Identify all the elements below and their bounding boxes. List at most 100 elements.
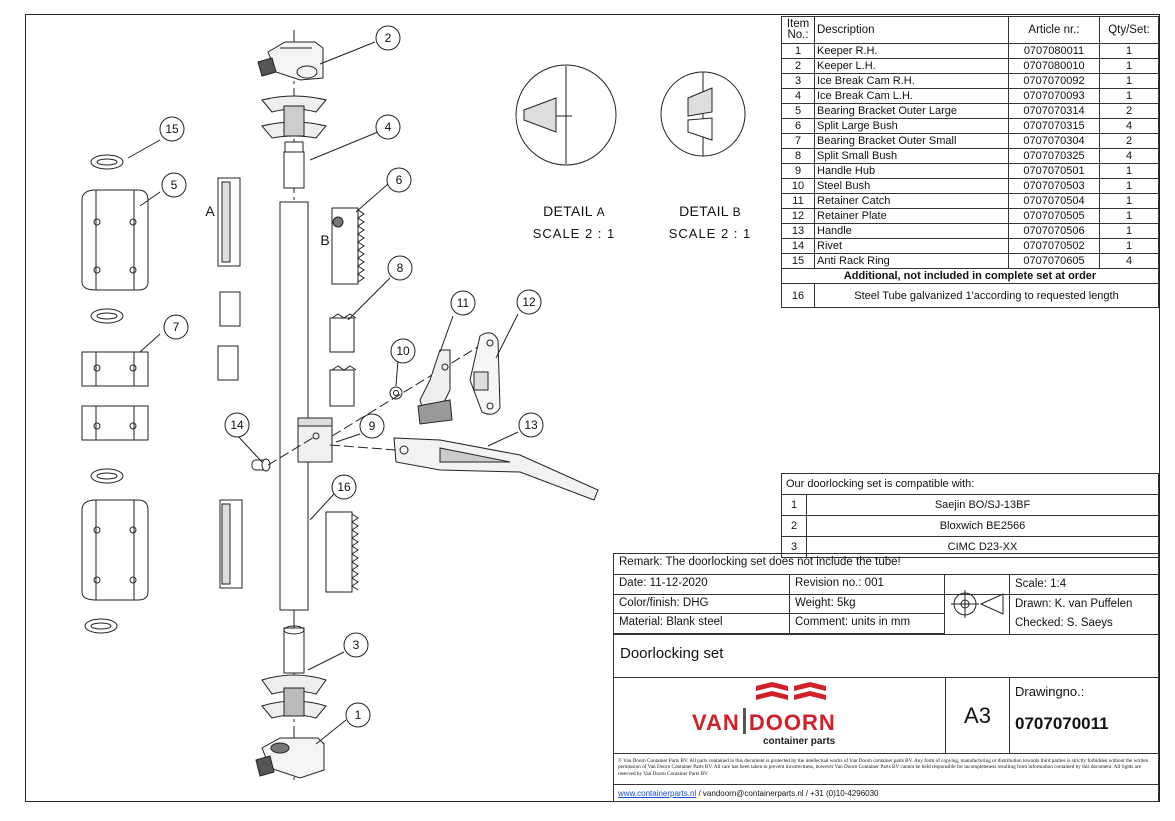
legal-notice: © Van Doorn Container Parts BV. All part… xyxy=(618,758,1149,777)
bom-cell-art: 0707070325 xyxy=(1008,148,1100,164)
bom-cell-art: 0707070504 xyxy=(1008,193,1100,209)
balloon-2: 2 xyxy=(375,25,401,51)
material: Material: Blank steel xyxy=(614,614,790,633)
bom-cell-art: 0707070506 xyxy=(1008,223,1100,239)
bom-cell-qty: 1 xyxy=(1099,58,1159,74)
balloon-7: 7 xyxy=(163,314,189,340)
svg-text:2: 2 xyxy=(385,31,392,45)
bom-cell-no: 1 xyxy=(781,43,815,59)
bom-cell-art: 0707070502 xyxy=(1008,238,1100,254)
bom-cell-desc: Ice Break Cam R.H. xyxy=(814,73,1009,89)
bom-cell-qty: 1 xyxy=(1099,73,1159,89)
bom-header-article: Article nr.: xyxy=(1008,16,1100,44)
balloon-leaders xyxy=(127,41,519,745)
keeper-rh xyxy=(255,737,325,779)
bom-cell-desc: Handle Hub xyxy=(814,163,1009,179)
view-label-a: A xyxy=(205,203,215,219)
bom-cell-qty: 1 xyxy=(1099,88,1159,104)
bom-cell-desc: Split Large Bush xyxy=(814,118,1009,134)
bom-cell-desc: Bearing Bracket Outer Small xyxy=(814,133,1009,149)
drawing-number: 0707070011 xyxy=(1015,714,1109,733)
projection-symbol xyxy=(944,575,1010,634)
detail-b-view xyxy=(660,71,746,157)
bom-cell-qty: 1 xyxy=(1099,163,1159,179)
svg-text:3: 3 xyxy=(353,638,360,652)
retainer-plate xyxy=(469,332,501,415)
scale: Scale: 1:4 xyxy=(1015,578,1067,590)
bom-cell-qty: 1 xyxy=(1099,43,1159,59)
bom-cell-desc: Keeper R.H. xyxy=(814,43,1009,59)
bom-cell-qty: 1 xyxy=(1099,208,1159,224)
bom-cell-no: 12 xyxy=(781,208,815,224)
bom-row-desc: Steel Tube galvanized 1'according to req… xyxy=(814,283,1159,308)
bearing-bracket-outer-large xyxy=(81,189,149,601)
title-block: Remark: The doorlocking set does not inc… xyxy=(613,553,1159,802)
balloon-6: 6 xyxy=(386,167,412,193)
bom-cell-no: 11 xyxy=(781,193,815,209)
steel-bush xyxy=(389,386,403,400)
bom-cell-desc: Keeper L.H. xyxy=(814,58,1009,74)
bom-additional-header: Additional, not included in complete set… xyxy=(781,268,1159,284)
balloon-10: 10 xyxy=(390,338,416,364)
bom-header-description: Description xyxy=(814,16,1009,44)
bom-cell-qty: 4 xyxy=(1099,148,1159,164)
bom-cell-art: 0707080011 xyxy=(1008,43,1100,59)
detail-a-label: DETAIL A SCALE 2 : 1 xyxy=(532,203,616,241)
ice-break-cam-lh xyxy=(261,95,327,189)
svg-text:10: 10 xyxy=(396,344,410,358)
balloon-15: 15 xyxy=(159,116,185,142)
ice-break-cam-rh xyxy=(261,625,327,719)
bom-cell-desc: Ice Break Cam L.H. xyxy=(814,88,1009,104)
steel-tube xyxy=(279,201,309,611)
balloon-14: 14 xyxy=(224,412,250,438)
svg-text:13: 13 xyxy=(524,418,538,432)
compat-model: Saejin BO/SJ-13BF xyxy=(806,494,1159,516)
bom-cell-no: 3 xyxy=(781,73,815,89)
bom-cell-no: 2 xyxy=(781,58,815,74)
revision: Revision no.: 001 xyxy=(795,577,884,589)
balloon-11: 11 xyxy=(450,290,476,316)
svg-text:4: 4 xyxy=(385,120,392,134)
balloon-5: 5 xyxy=(161,172,187,198)
bom-cell-no: 10 xyxy=(781,178,815,194)
keeper-lh xyxy=(257,41,324,81)
retainer-catch xyxy=(417,349,453,425)
balloon-12: 12 xyxy=(516,289,542,315)
website-link[interactable]: www.containerparts.nl xyxy=(618,789,697,798)
color-finish: Color/finish: DHG xyxy=(614,595,790,613)
date: Date: 11-12-2020 xyxy=(614,575,790,594)
rivet xyxy=(251,458,271,472)
bom-cell-no: 15 xyxy=(781,253,815,269)
bom-cell-art: 0707070315 xyxy=(1008,118,1100,134)
balloon-4: 4 xyxy=(375,114,401,140)
svg-text:12: 12 xyxy=(522,295,536,309)
svg-text:16: 16 xyxy=(337,480,351,494)
contact-footer: www.containerparts.nl / vandoorn@contain… xyxy=(618,789,879,798)
detail-b-label: DETAIL B SCALE 2 : 1 xyxy=(668,203,752,241)
compatibility-table: Our doorlocking set is compatible with: … xyxy=(781,473,1159,558)
svg-text:8: 8 xyxy=(397,261,404,275)
bom-cell-art: 0707080010 xyxy=(1008,58,1100,74)
drawing-frame xyxy=(25,14,1160,802)
comment: Comment: units in mm xyxy=(795,616,911,628)
drawing-title: Doorlocking set xyxy=(620,645,724,662)
svg-text:14: 14 xyxy=(230,418,244,432)
svg-text:1: 1 xyxy=(355,708,362,722)
detail-a-view xyxy=(515,64,617,166)
bom-cell-art: 0707070304 xyxy=(1008,133,1100,149)
svg-text:6: 6 xyxy=(396,173,403,187)
